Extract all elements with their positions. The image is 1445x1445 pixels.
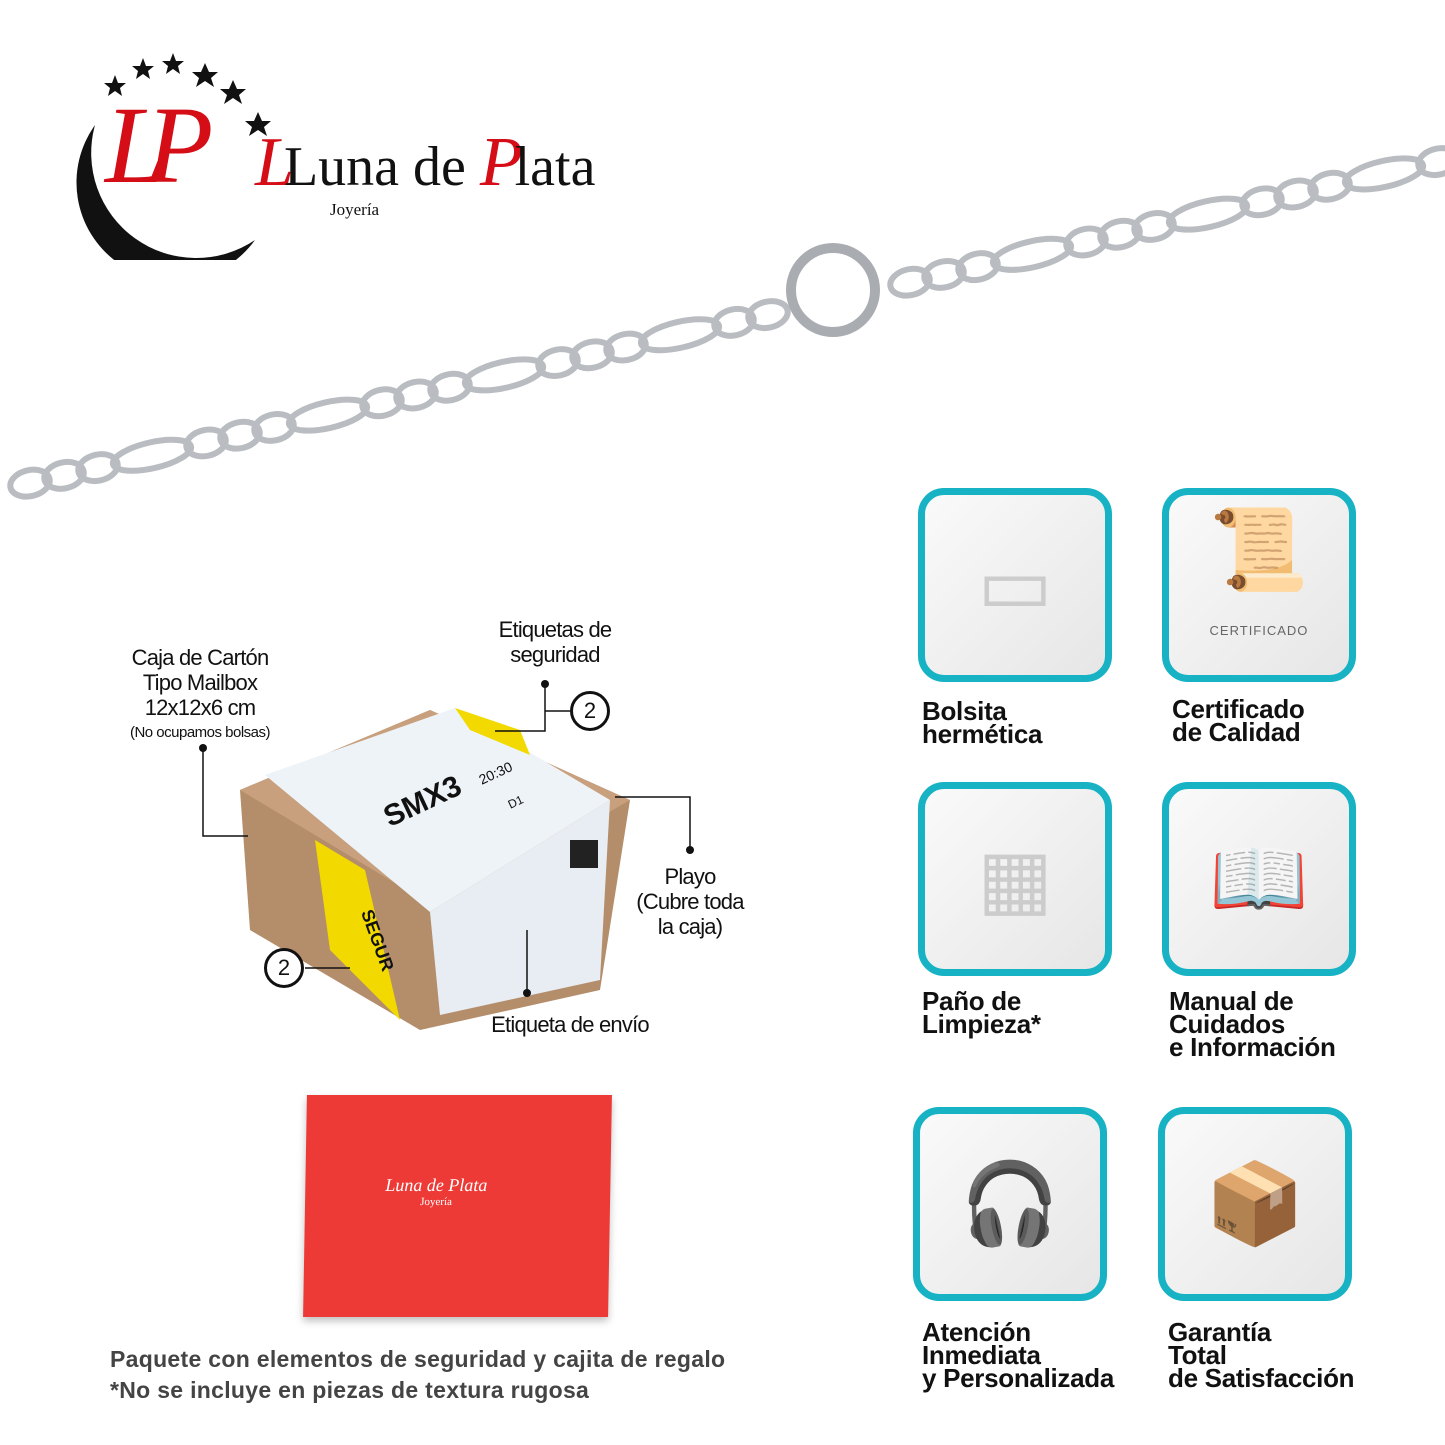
- chain-link: [535, 346, 581, 380]
- chain-link: [603, 330, 649, 364]
- chain-link: [1239, 185, 1285, 219]
- security-count-top: 2: [570, 691, 610, 731]
- chain-link: [711, 305, 757, 339]
- brand-tagline: Joyería: [330, 200, 380, 219]
- zip-bag-tile: ▭: [918, 488, 1112, 682]
- package-caption: Paquete con elementos de seguridad y caj…: [110, 1346, 726, 1403]
- chain-link: [41, 458, 87, 492]
- chain-link: [183, 426, 229, 460]
- certificate-icon: 📜: [1209, 505, 1309, 594]
- security-label: Etiquetas de seguridad: [498, 617, 613, 667]
- manual-icon: 📖: [1209, 834, 1309, 923]
- brand-name: LLuna de Plata: [255, 124, 596, 201]
- certificate-text: CERTIFICADO: [1209, 623, 1309, 638]
- chain-link: [1415, 145, 1445, 179]
- chain-link: [285, 396, 371, 434]
- chain-link: [217, 418, 263, 452]
- support-agent-icon: 🎧: [960, 1159, 1060, 1248]
- support-agent-tile: 🎧: [913, 1107, 1107, 1301]
- chain-link: [887, 265, 933, 299]
- clasp-ring: [786, 243, 880, 337]
- package-diagram: Caja de Cartón Tipo Mailbox 12x12x6 cm (…: [0, 600, 800, 1050]
- chain-link: [7, 466, 53, 500]
- zip-bag-icon: ▭: [977, 540, 1053, 629]
- moon-stars-icon: [76, 53, 271, 260]
- chain-link: [1165, 195, 1251, 233]
- silver-chain-image: [7, 145, 1445, 500]
- chain-link: [251, 410, 297, 444]
- chain-link: [1131, 210, 1177, 243]
- cleaning-cloth-icon: ▦: [977, 834, 1053, 923]
- happy-customer-tile: 📦: [1158, 1107, 1352, 1301]
- chain-link: [569, 338, 615, 372]
- chain-link: [393, 378, 439, 412]
- brand-logo: LP LLuna de Plata Joyería: [65, 50, 595, 260]
- cleaning-cloth-tile: ▦: [918, 782, 1112, 976]
- gift-box-brand: Luna de Plata Joyería: [385, 1175, 488, 1208]
- security-count-bottom: 2: [264, 948, 304, 988]
- chain-link: [955, 250, 1001, 284]
- chain-link: [1063, 225, 1109, 259]
- box-illustration: [199, 680, 694, 1030]
- gift-box: Luna de Plata Joyería: [303, 1095, 612, 1317]
- box-type-label: Caja de Cartón Tipo Mailbox 12x12x6 cm (…: [129, 645, 271, 741]
- chain-link: [1307, 169, 1353, 203]
- happy-customer-icon: 📦: [1205, 1159, 1305, 1248]
- chain-link: [109, 436, 195, 474]
- chain-link: [359, 386, 405, 420]
- chain-link: [1097, 217, 1143, 251]
- chain-link: [989, 235, 1075, 273]
- chain-link: [637, 316, 723, 354]
- chain-link: [1273, 177, 1319, 211]
- chain-link: [461, 356, 547, 394]
- chain-link: [745, 298, 791, 332]
- chain-link: [1341, 155, 1427, 193]
- manual-tile: 📖: [1162, 782, 1356, 976]
- chain-link: [921, 257, 967, 291]
- chain-link: [427, 370, 473, 404]
- wrap-label: Playo (Cubre toda la caja): [636, 864, 744, 939]
- certificate-tile: 📜 CERTIFICADO: [1162, 488, 1356, 682]
- shipping-label: Etiqueta de envío: [491, 1012, 649, 1037]
- chain-link: [75, 451, 121, 485]
